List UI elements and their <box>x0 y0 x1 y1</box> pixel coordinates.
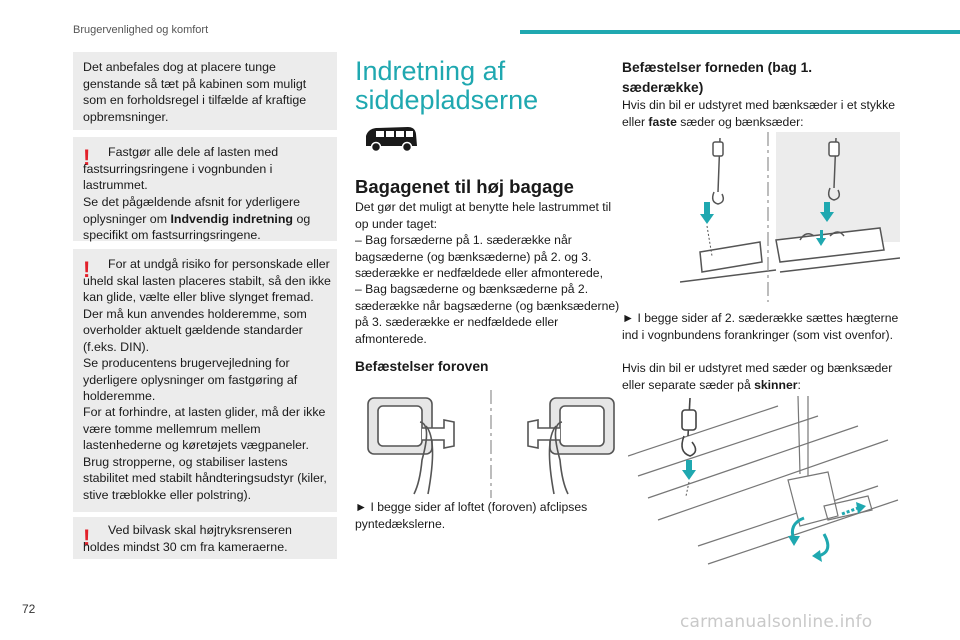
caption-top: ► I begge sider af loftet (foroven) afcl… <box>355 500 588 531</box>
page-title: Indretning af siddepladserne <box>355 56 539 115</box>
exclamation-icon: ! <box>83 145 91 170</box>
top-anchor-diagram <box>367 390 615 498</box>
para2-a: Hvis din bil er udstyret med sæder og bæ… <box>622 361 893 392</box>
warning-box-3: ! Ved bilvask skal højtryksrenseren hold… <box>73 517 337 559</box>
para-rail-seats: Hvis din bil er udstyret med sæder og bæ… <box>622 360 907 393</box>
list-item-2: – Bag bagsæderne og bænksæderne på 2. sæ… <box>355 282 620 346</box>
note-text: Det anbefales dog at placere tunge genst… <box>83 60 307 124</box>
section-heading-bottom: Befæstelser forneden (bag 1. sæderække) <box>622 60 813 95</box>
header-accent-bar <box>520 30 960 34</box>
warning-1-line1: Fastgør alle dele af lasten med fastsurr… <box>83 145 279 193</box>
note-box: Det anbefales dog at placere tunge genst… <box>73 52 337 130</box>
warning-1-text: Fastgør alle dele af lasten med fastsurr… <box>83 144 331 194</box>
floor-anchor-diagram <box>680 132 900 302</box>
para2-c: : <box>797 377 801 392</box>
section-title: Bagagenet til høj bagage <box>355 176 574 197</box>
warning-3-text: Ved bilvask skal højtryksrenseren holdes… <box>83 523 292 554</box>
warning-1-line2-c: og specifikt om fastsurringsringene. <box>83 211 311 243</box>
warning-1-text-2: Se det pågældende afsnit for yderligere … <box>83 194 331 244</box>
exclamation-icon: ! <box>83 525 91 550</box>
header-section-title: Brugervenlighed og komfort <box>73 24 209 36</box>
warning-2-text-3: For at forhindre, at lasten glider, må d… <box>83 405 327 502</box>
warning-box-2: ! For at undgå risiko for personskade el… <box>73 249 337 512</box>
van-icon <box>366 127 417 153</box>
para1-bold: faste <box>648 114 677 129</box>
warning-2-text: For at undgå risiko for personskade elle… <box>83 257 331 354</box>
warning-1-line2-a: Se det pågældende afsnit for yderligere … <box>83 195 300 226</box>
section-heading-top: Befæstelser foroven <box>355 359 489 374</box>
para-fixed-seats: Hvis din bil er udstyret med bænksæder i… <box>622 97 907 130</box>
rail-anchor-diagram <box>628 396 899 565</box>
caption-bottom-1: ► I begge sider af 2. sæderække sættes h… <box>622 311 899 342</box>
warning-1-line2-bold: Indvendig indretning <box>170 211 293 226</box>
page-number: 72 <box>22 602 36 616</box>
watermark: carmanualsonline.info <box>680 612 873 632</box>
para1-a: Hvis din bil er udstyret med bænksæder i… <box>622 98 895 129</box>
intro-text: Det gør det muligt at benytte hele lastr… <box>355 200 612 231</box>
para1-c: sæder og bænksæder: <box>676 114 804 129</box>
exclamation-icon: ! <box>83 257 91 282</box>
warning-box-1: ! Fastgør alle dele af lasten med fastsu… <box>73 137 337 244</box>
list-item-1: – Bag forsæderne på 1. sæderække når bag… <box>355 233 603 281</box>
warning-2-text-2: Se producentens brugervejledning for yde… <box>83 356 298 404</box>
para2-bold: skinner <box>754 377 798 392</box>
